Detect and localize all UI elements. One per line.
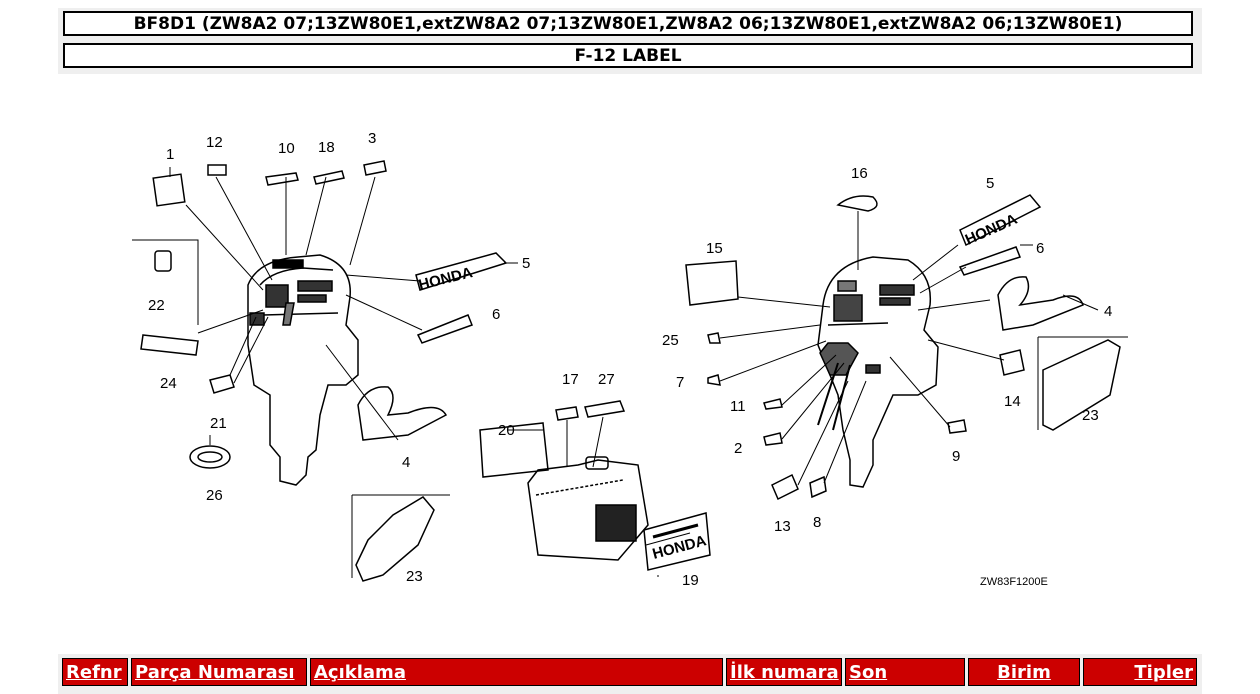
callout-17: 17 [562,371,579,388]
parts-diagram-svg: HONDA HONDA HONDA 1 12 10 18 3 5 6 22 24… [132,130,1128,589]
fuel-tank-drawing [527,459,649,561]
callout-4-right: 4 [1104,303,1112,320]
col-first-number[interactable]: İlk numara [726,658,842,686]
callout-5-left: 5 [522,255,530,272]
callout-10: 10 [278,140,295,157]
col-last[interactable]: Son [845,658,965,686]
col-unit[interactable]: Birim [968,658,1080,686]
col-refnr-link[interactable]: Refnr [66,662,122,683]
callout-15: 15 [706,240,723,257]
callout-26: 26 [206,487,223,504]
col-types-link[interactable]: Tipler [1134,662,1193,683]
model-title: BF8D1 (ZW8A2 07;13ZW80E1,extZW8A2 07;13Z… [63,11,1193,36]
col-first-number-link[interactable]: İlk numara [730,662,839,683]
callout-25: 25 [662,332,679,349]
parts-diagram: HONDA HONDA HONDA 1 12 10 18 3 5 6 22 24… [58,85,1202,615]
callout-18: 18 [318,139,335,156]
section-title: F-12 LABEL [63,43,1193,68]
callout-19: 19 [682,572,699,589]
callout-20: 20 [498,422,515,439]
callout-4-left: 4 [402,454,410,471]
callout-13: 13 [774,518,791,535]
honda-logo-left: HONDA [417,264,475,294]
callout-1: 1 [166,146,174,163]
col-unit-link[interactable]: Birim [997,662,1051,683]
drawing-code: ZW83F1200E [980,576,1048,588]
callout-23-right: 23 [1082,407,1099,424]
callout-7: 7 [676,374,684,391]
callout-6-right: 6 [1036,240,1044,257]
col-part-number[interactable]: Parça Numarası [131,658,307,686]
callout-2: 2 [734,440,742,457]
callout-8: 8 [813,514,821,531]
callout-12: 12 [206,134,223,151]
callout-16: 16 [851,165,868,182]
callout-5-right: 5 [986,175,994,192]
callout-14: 14 [1004,393,1021,410]
col-description-link[interactable]: Açıklama [314,662,406,683]
callout-6-left: 6 [492,306,500,323]
callout-24: 24 [160,375,177,392]
callout-9: 9 [952,448,960,465]
honda-logo-right: HONDA [963,211,1020,249]
callout-11: 11 [730,398,746,415]
callout-3: 3 [368,130,376,147]
col-types[interactable]: Tipler [1083,658,1197,686]
col-refnr[interactable]: Refnr [62,658,128,686]
col-last-link[interactable]: Son [849,662,888,683]
callout-21: 21 [210,415,227,432]
col-description[interactable]: Açıklama [310,658,723,686]
callout-27: 27 [598,371,615,388]
title-panel: BF8D1 (ZW8A2 07;13ZW80E1,extZW8A2 07;13Z… [58,8,1202,74]
col-part-number-link[interactable]: Parça Numarası [135,662,295,683]
callout-23-left: 23 [406,568,423,585]
callout-22: 22 [148,297,165,314]
